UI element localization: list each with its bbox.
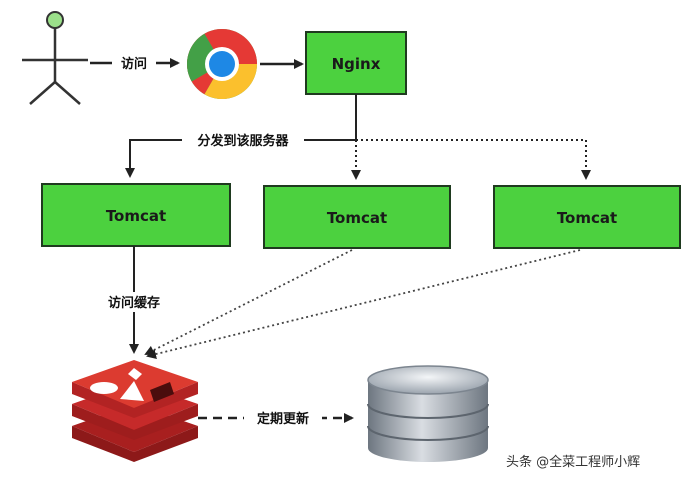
user-stick-figure-icon: [22, 11, 88, 105]
tomcat3-to-cache-dotted: [146, 249, 581, 359]
tomcat-label-2: Tomcat: [327, 209, 387, 227]
access-cache-label: 访问缓存: [108, 295, 160, 311]
nginx-node: Nginx: [305, 31, 407, 95]
dispatch-dotted-line-3: [356, 139, 591, 180]
tomcat-node-2: Tomcat: [263, 185, 451, 249]
tomcat-label-1: Tomcat: [106, 207, 166, 225]
chrome-icon: [187, 29, 257, 99]
tomcat2-to-cache-dotted: [144, 249, 353, 355]
nginx-label: Nginx: [332, 55, 381, 73]
watermark-text: 头条 @全菜工程师小辉: [506, 454, 640, 470]
tomcat-label-3: Tomcat: [557, 209, 617, 227]
periodic-update-label: 定期更新: [256, 411, 309, 427]
tomcat-node-1: Tomcat: [41, 183, 231, 247]
database-icon: [367, 365, 489, 462]
redis-icon: [72, 360, 198, 462]
tomcat-node-3: Tomcat: [493, 185, 681, 249]
dispatch-label: 分发到该服务器: [197, 133, 289, 149]
visit-label: 访问: [121, 56, 147, 72]
